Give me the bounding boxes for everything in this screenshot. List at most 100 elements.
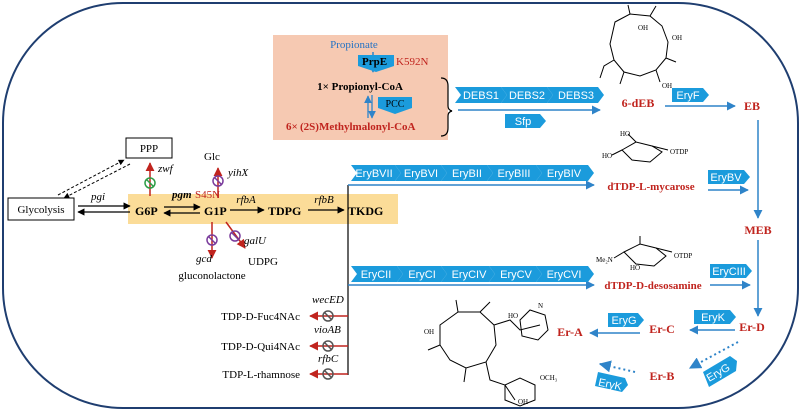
precursor-box [273, 35, 448, 140]
erybv-label: EryBV [710, 172, 742, 184]
eryciii-enzyme [710, 264, 752, 278]
pgi-label: pgi [90, 191, 105, 203]
tkdg-label: TKDG [348, 204, 383, 218]
debs3-label: DEBS3 [558, 90, 594, 102]
gluconolactone-label: gluconolactone [178, 270, 245, 282]
gcd-label: gcd [196, 253, 212, 265]
methylmalonyl-coa-label: (2S)Methylmalonyl-CoA [300, 121, 416, 133]
tdpg-label: TDPG [268, 204, 301, 218]
svg-text:OCH₃: OCH₃ [540, 374, 558, 382]
eryk-top-label: EryK [701, 312, 726, 324]
prpe-label: PrpE [362, 56, 387, 68]
svg-text:HO: HO [508, 312, 518, 320]
glc-label: Glc [204, 151, 220, 163]
eryf-label: EryF [676, 90, 700, 102]
eryk-top-enzyme [694, 310, 736, 324]
eryk-bottom-enzyme [595, 372, 628, 392]
desosamine-product-label: dTDP-D-desosamine [604, 280, 701, 292]
eryk-bottom-label: EryK [597, 377, 623, 394]
prpe-enzyme-tag [358, 55, 394, 72]
debs2-label: DEBS2 [509, 90, 545, 102]
ppp-label: PPP [140, 143, 158, 155]
knockout-branches: wecED TDP-D-Fuc4NAc vioAB TDP-D-Qui4NAc … [221, 294, 348, 381]
precursor-bracket [440, 77, 453, 137]
er-c-label: Er-C [649, 322, 675, 336]
er-a-structure: HO OH N OCH₃ OH [424, 299, 558, 407]
debs3-enzyme [547, 87, 604, 103]
svg-text:OTDP: OTDP [674, 252, 692, 260]
desosamine-enzymes: EryCII EryCI EryCIV EryCV EryCVI [351, 266, 594, 282]
6deb-label: 6-dEB [622, 96, 655, 110]
eryf-enzyme [672, 88, 709, 102]
rfbb-label: rfbB [314, 194, 334, 206]
zwf-upregulate-marker [144, 177, 156, 189]
erybvi-label: EryBVI [404, 168, 438, 180]
debs-module: DEBS1 DEBS2 DEBS3 Sfp 6-dEB [455, 87, 654, 128]
erybiv-label: EryBIV [547, 168, 582, 180]
rfba-label: rfbA [236, 194, 256, 206]
meb-label: MEB [744, 223, 771, 237]
prpe-mutation: K592N [396, 56, 428, 68]
yihx-overexpress-marker [212, 175, 224, 187]
propionyl-coa-label: 1× Propionyl-CoA [317, 81, 403, 93]
yihx-label: yihX [227, 167, 249, 179]
mycarose-enzymes: EryBVII EryBVI EryBII EryBIII EryBIV [351, 165, 594, 181]
debs1-enzyme [455, 87, 507, 103]
erycii-label: EryCII [361, 269, 392, 281]
glycolysis-box [7, 197, 75, 221]
erybiii-label: EryBIII [497, 168, 530, 180]
wecED-label: wecED [312, 294, 344, 306]
pgm-label: pgm [171, 189, 192, 201]
er-d-label: Er-D [739, 320, 765, 334]
galu-label: galU [244, 235, 267, 247]
svg-text:OH: OH [518, 398, 528, 406]
eb-label: EB [744, 99, 760, 113]
svg-text:Me₂N: Me₂N [596, 256, 613, 264]
zwf-label: zwf [157, 163, 175, 175]
eryciv-label: EryCIV [452, 269, 488, 281]
ppp-box [125, 137, 173, 159]
svg-text:OH: OH [424, 328, 434, 336]
er-b-label: Er-B [650, 369, 675, 383]
mycarose-structure: HO HO OTDP [602, 130, 688, 163]
erycvi-label: EryCVI [547, 269, 582, 281]
svg-text:OH: OH [662, 82, 672, 90]
svg-text:OH: OH [638, 24, 648, 32]
methylmalonyl-prefix: 6× [286, 121, 298, 133]
fuc4nac-label: TDP-D-Fuc4NAc [221, 311, 300, 323]
pcc-enzyme-tag [378, 97, 412, 114]
svg-text:N: N [538, 302, 543, 310]
gcd-knockout-marker [206, 234, 218, 246]
qui4nac-label: TDP-D-Qui4NAc [221, 341, 300, 353]
propionate-module: Propionate PrpE K592N 1× Propionyl-CoA P… [273, 35, 453, 140]
rfbC-label: rfbC [318, 353, 339, 365]
svg-text:HO: HO [620, 130, 630, 138]
eryg-bottom-enzyme [703, 356, 737, 387]
mycarose-product-label: dTDP-L-mycarose [607, 181, 694, 193]
svg-text:OH: OH [672, 34, 682, 42]
g6p-label: G6P [135, 204, 158, 218]
debs1-label: DEBS1 [463, 90, 499, 102]
vioAB-label: vioAB [314, 324, 341, 336]
rhamnose-label: TDP-L-rhamnose [222, 369, 300, 381]
eryciii-label: EryCIII [712, 266, 746, 278]
pcc-label: PCC [386, 99, 405, 110]
galu-knockout-marker [229, 230, 241, 242]
propionate-label: Propionate [330, 39, 378, 51]
pgm-mutation: S45N [195, 189, 220, 201]
udpg-label: UDPG [248, 256, 278, 268]
svg-text:HO: HO [602, 152, 612, 160]
eryg-top-enzyme [608, 313, 644, 327]
svg-text:HO: HO [630, 264, 640, 272]
sfp-enzyme [505, 114, 546, 128]
erybv-enzyme [708, 170, 750, 184]
6deb-structure: OH OH OH [599, 4, 682, 90]
eryg-top-label: EryG [611, 315, 636, 327]
desosamine-structure: Me₂N HO OTDP [596, 236, 692, 272]
er-a-label: Er-A [557, 325, 583, 339]
erybii-label: EryBII [452, 168, 482, 180]
g1p-label: G1P [204, 204, 227, 218]
erycv-label: EryCV [500, 269, 532, 281]
